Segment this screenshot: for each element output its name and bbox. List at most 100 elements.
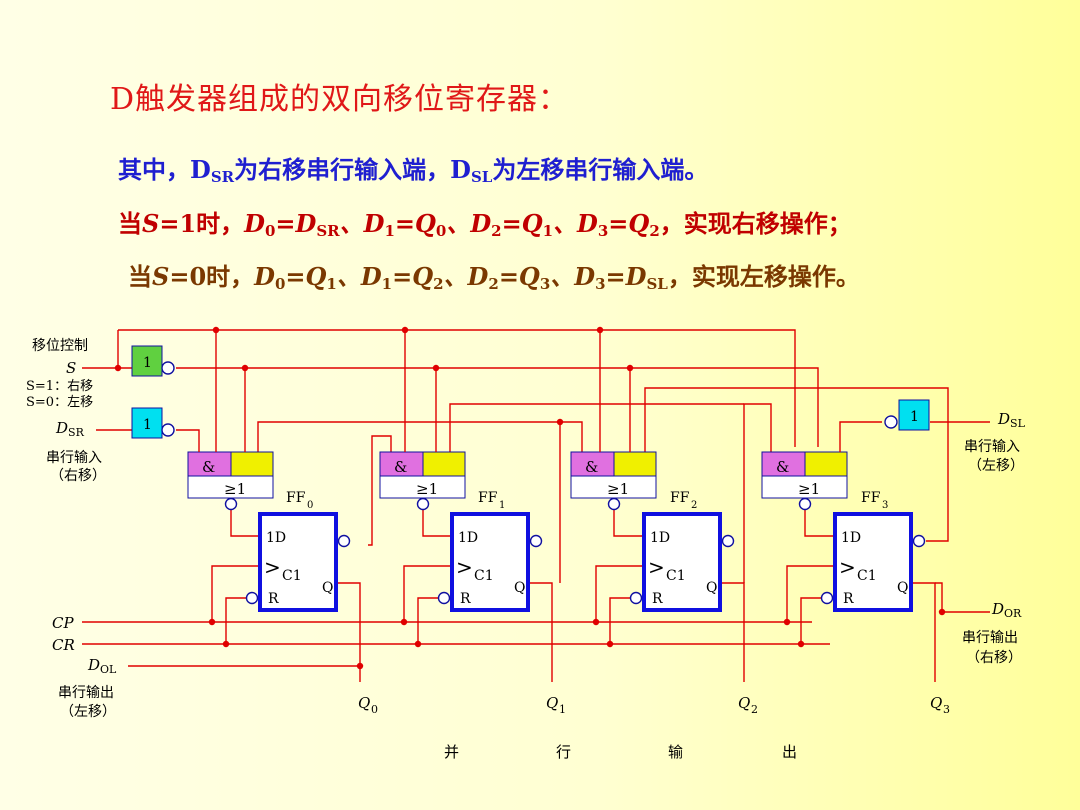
q1-feed-wire [559, 421, 583, 583]
junction-dot [797, 640, 805, 648]
and-gate-b-2 [613, 451, 657, 477]
cr-to-r-wire [609, 597, 630, 644]
inversion-bubble [161, 423, 175, 437]
inverter-dsl [898, 399, 930, 431]
inversion-bubble [224, 497, 238, 511]
pin-q-0: Q [322, 580, 333, 596]
pin-c1-0: C1 [282, 568, 302, 584]
ff-box-3 [833, 512, 913, 612]
inversion-bubble [629, 591, 643, 605]
junction-dot [592, 618, 600, 626]
junction-dot [400, 618, 408, 626]
q-output-wire [528, 582, 553, 682]
ff-name-0: FF [286, 490, 306, 506]
pin-r-1: R [460, 591, 471, 607]
parallel-label-1: 行 [556, 743, 571, 761]
q0-feed-wire [368, 435, 392, 546]
inversion-bubble [161, 361, 175, 375]
output-q-label-2: Q [738, 694, 750, 712]
junction-dot [626, 364, 634, 372]
q-output-wire [720, 582, 745, 682]
and-gate-3 [761, 451, 806, 477]
junction-dot [414, 640, 422, 648]
junction-dot [222, 640, 230, 648]
output-q-sub-3: 3 [943, 703, 950, 716]
dor-label: DOR [991, 600, 1022, 620]
inverter-s-label: 1 [143, 355, 152, 371]
and-gate-b-1 [422, 451, 466, 477]
output-q-sub-2: 2 [751, 703, 758, 716]
inversion-bubble [437, 591, 451, 605]
cp-to-c1-wire [403, 565, 452, 622]
junction-dot [241, 364, 249, 372]
ff-sub-2: 2 [691, 500, 697, 511]
clock-triangle-0: > [264, 555, 281, 579]
dsl-to-and-wire [839, 421, 882, 452]
junction-dot [596, 326, 604, 334]
cr-to-r-wire [417, 597, 438, 644]
junction-dot [556, 418, 564, 426]
or-label-3: ≥1 [798, 480, 820, 498]
s-inverted-rail [176, 367, 819, 447]
dsl-label: DSL [997, 410, 1026, 430]
dsl-desc2: （左移） [968, 458, 1024, 474]
q-output-wire [911, 582, 936, 682]
output-q-label-0: Q [358, 694, 370, 712]
top-rail-wire [118, 329, 796, 447]
s-eq0-label: S=0：左移 [26, 395, 93, 410]
pin-q-2: Q [706, 580, 717, 596]
output-q-label-1: Q [546, 694, 558, 712]
shift-control-label: 移位控制 [32, 338, 88, 354]
clock-triangle-1: > [456, 555, 473, 579]
junction-dot [938, 608, 946, 616]
and-label-3: & [776, 458, 789, 476]
q3-return-wire [644, 387, 949, 542]
ff-name-1: FF [478, 490, 498, 506]
cp-label: CP [52, 614, 74, 632]
ff-sub-1: 1 [499, 500, 505, 511]
pin-r-2: R [652, 591, 663, 607]
inverter-dsr [131, 407, 163, 439]
and-gate-b-3 [804, 451, 848, 477]
inverter-dsl-label: 1 [910, 409, 919, 425]
ff-sub-0: 0 [307, 500, 313, 511]
pin-q-3: Q [897, 580, 908, 596]
s-input-label: S [66, 359, 76, 377]
inversion-bubble [245, 591, 259, 605]
inversion-bubble [798, 497, 812, 511]
dor-desc2: （右移） [966, 650, 1022, 666]
inversion-bubble [529, 534, 543, 548]
dol-desc1: 串行输出 [58, 685, 114, 701]
or-label-1: ≥1 [416, 480, 438, 498]
ff-box-2 [642, 512, 722, 612]
and-label-1: & [394, 458, 407, 476]
dol-label: DOL [87, 656, 117, 676]
page-title: D触发器组成的双向移位寄存器： [110, 82, 570, 117]
inverter-s [131, 345, 163, 377]
and-gate-2 [570, 451, 615, 477]
ff-name-3: FF [861, 490, 881, 506]
or-label-2: ≥1 [607, 480, 629, 498]
pin-r-3: R [843, 591, 854, 607]
inversion-bubble [884, 415, 898, 429]
output-q-sub-0: 0 [371, 703, 378, 716]
gate-to-1d-wire [422, 510, 452, 537]
description-line-3: 当S=0时，D0=Q1、D1=Q2、D2=Q3、D3=DSL，实现左移操作。 [128, 262, 860, 293]
inversion-bubble [721, 534, 735, 548]
cr-to-r-wire [800, 597, 821, 644]
dor-output-wire [935, 582, 990, 613]
parallel-label-2: 输 [668, 743, 683, 761]
cp-to-c1-wire [786, 565, 835, 622]
junction-dot [401, 326, 409, 334]
inversion-bubble [912, 534, 926, 548]
s-eq1-label: S=1：右移 [26, 379, 93, 394]
junction-dot [432, 364, 440, 372]
pin-1d-0: 1D [266, 530, 286, 546]
ff-sub-3: 3 [882, 500, 888, 511]
clock-triangle-3: > [839, 555, 856, 579]
gate-to-1d-wire [230, 510, 260, 537]
cr-to-r-wire [225, 597, 246, 644]
q1-return-wire [257, 421, 560, 452]
output-q-sub-1: 1 [559, 703, 566, 716]
